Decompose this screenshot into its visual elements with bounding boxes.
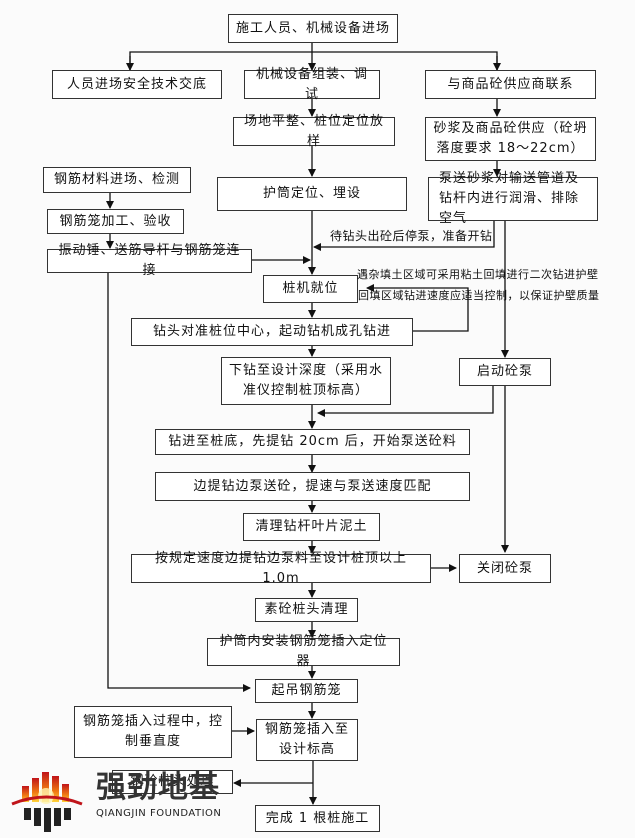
node-supplier: 与商品砼供应商联系 bbox=[425, 70, 596, 99]
node-lift-while-pump: 边提钻边泵送砼，提速与泵送速度匹配 bbox=[155, 472, 470, 501]
node-finish: 完成 1 根桩施工 bbox=[255, 805, 380, 832]
note-backfill-line1: 遇杂填土区域可采用粘土回填进行二次钻进护壁 bbox=[357, 268, 599, 281]
note-wait-concrete: 待钻头出砼后停泵，准备开钻 bbox=[330, 229, 493, 243]
node-start-pump: 启动砼泵 bbox=[459, 358, 551, 386]
node-control-vertical: 钢筋笼插入过程中，控制垂直度 bbox=[74, 706, 232, 758]
node-start: 施工人员、机械设备进场 bbox=[228, 14, 398, 43]
company-logo: 强劲地基 QIANGJIN FOUNDATION bbox=[10, 770, 221, 834]
logo-mark-icon bbox=[11, 772, 83, 832]
node-lift-pump: 钻进至桩底，先提钻 20cm 后，开始泵送砼料 bbox=[155, 429, 470, 455]
node-casing: 护筒定位、埋设 bbox=[217, 177, 407, 211]
node-pump-mortar: 泵送砂浆对输送管道及钻杆内进行润滑、排除空气 bbox=[428, 171, 598, 226]
node-stop-pump: 关闭砼泵 bbox=[459, 554, 551, 583]
node-rebar-cage: 钢筋笼加工、验收 bbox=[47, 209, 184, 234]
logo-name-en: QIANGJIN FOUNDATION bbox=[96, 808, 222, 819]
node-assembly: 机械设备组装、调试 bbox=[244, 67, 380, 102]
node-rig-position: 桩机就位 bbox=[263, 275, 358, 303]
node-drill-depth: 下钻至设计深度（采用水准仪控制桩顶标高） bbox=[221, 357, 391, 405]
node-site-prep: 场地平整、桩位定位放样 bbox=[233, 114, 395, 149]
node-pile-head: 钢砼桩头处理 bbox=[112, 770, 233, 794]
node-safety: 人员进场安全技术交底 bbox=[52, 70, 222, 99]
node-clean-head: 素砼桩头清理 bbox=[255, 598, 358, 622]
logo-name-cn: 强劲地基 bbox=[96, 770, 220, 805]
node-supply: 砂浆及商品砼供应（砼坍落度要求 18～22cm） bbox=[425, 117, 596, 161]
node-pump-to-top: 按规定速度边提钻边泵料至设计桩顶以上 1.0m bbox=[131, 551, 431, 586]
node-install-locator: 护筒内安装钢筋笼插入定位器 bbox=[207, 634, 400, 669]
arrow-vibro-hoist bbox=[107, 272, 251, 692]
wait-note-box bbox=[346, 220, 495, 248]
node-hoist-cage: 起吊钢筋笼 bbox=[255, 679, 358, 703]
node-rebar-in: 钢筋材料进场、检测 bbox=[43, 167, 191, 193]
node-vibro-connect: 振动锤、送筋导杆与钢筋笼连接 bbox=[47, 243, 252, 278]
note-backfill-line2: 回填区域钻进速度应适当控制，以保证护壁质量 bbox=[358, 289, 600, 302]
node-clean-auger: 清理钻杆叶片泥土 bbox=[243, 513, 380, 541]
node-insert-cage: 钢筋笼插入至设计标高 bbox=[256, 719, 358, 761]
node-drill-start: 钻头对准桩位中心，起动钻机成孔钻进 bbox=[131, 318, 413, 346]
arrow-backfill-loop bbox=[366, 284, 469, 332]
arrow-startpump-center bbox=[317, 385, 494, 417]
